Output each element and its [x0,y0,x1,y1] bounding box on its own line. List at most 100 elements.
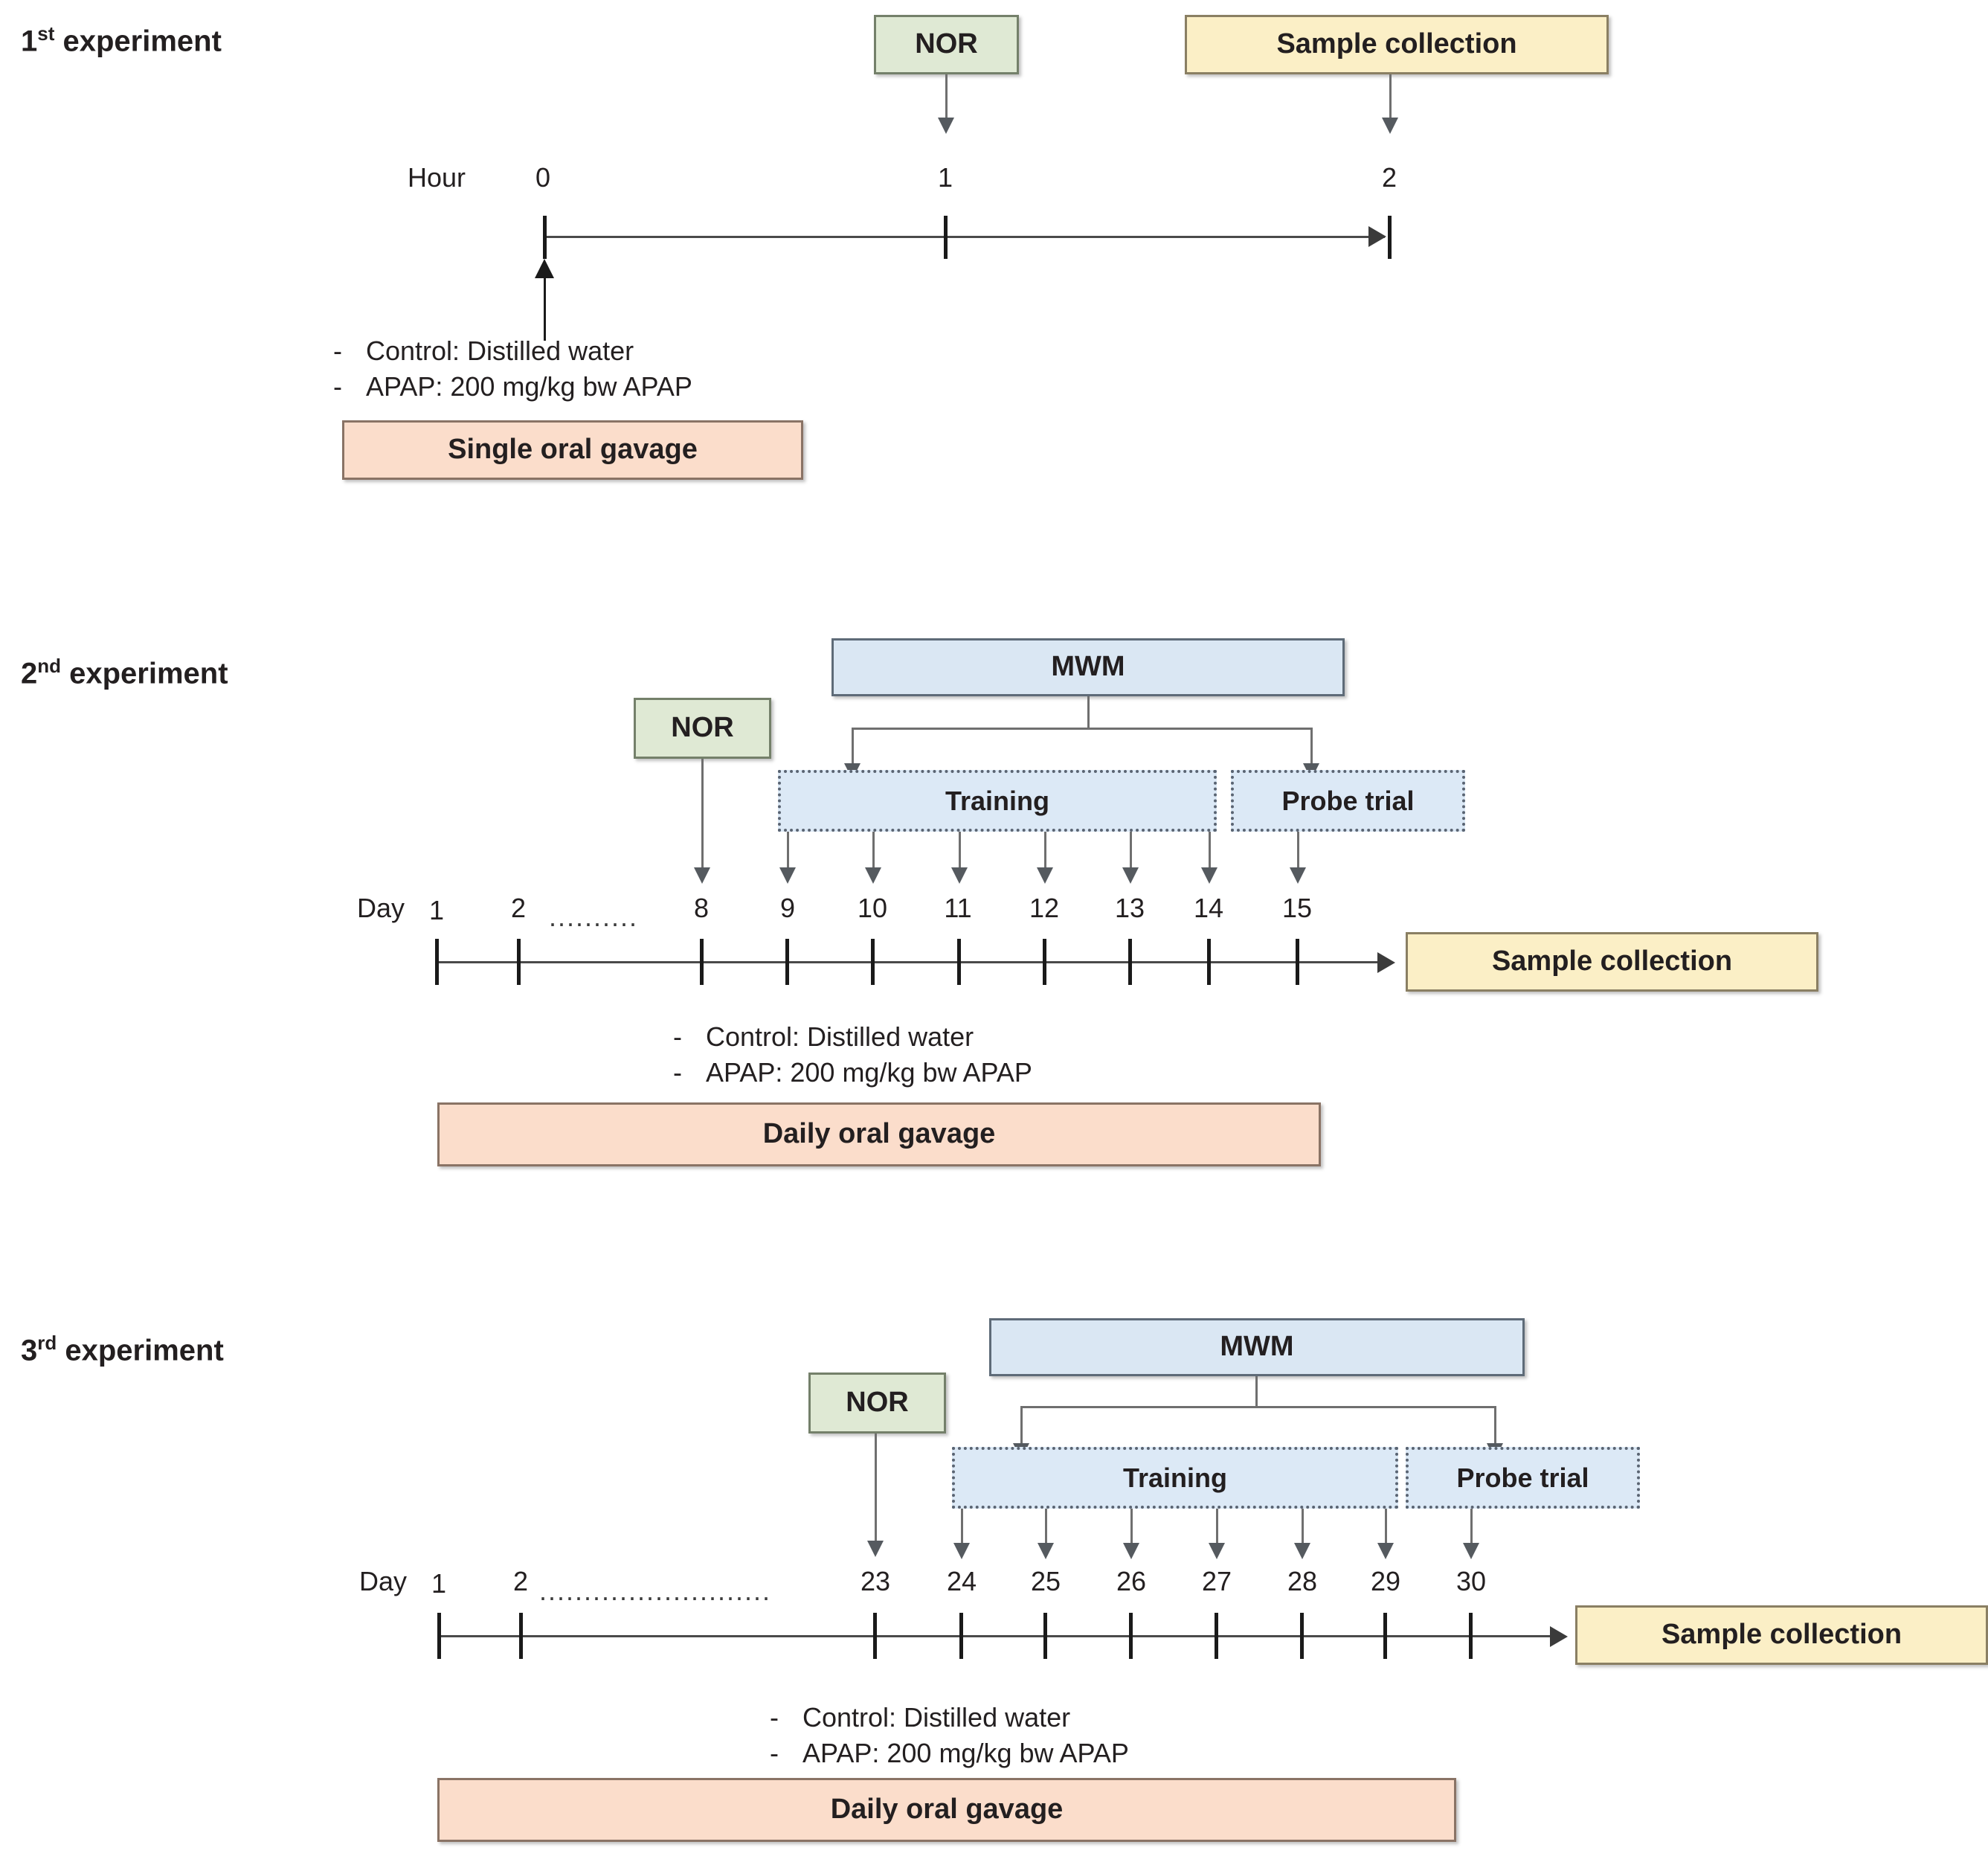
exp2-sample-collection-box[interactable]: Sample collection [1406,932,1818,992]
exp3-day-connector-30 [1470,1509,1473,1546]
exp2-mwm-branch-bar [852,728,1313,730]
exp2-tick-8 [700,939,704,985]
exp3-bullet-dash-1: - [770,1737,779,1768]
experiment-1-ordinal: st [37,22,55,45]
exp1-nor-box[interactable]: NOR [874,15,1019,74]
exp2-tick-label-2: 2 [510,893,527,923]
exp3-mwm-box[interactable]: MWM [989,1318,1525,1376]
exp2-tick-15 [1296,939,1299,985]
exp1-dosing-note-row: - Control: Distilled water [333,333,692,369]
exp3-tick-label-23: 23 [860,1566,891,1596]
exp3-day-arrowhead-29-icon [1377,1543,1394,1559]
exp1-axis-caption: Hour [408,162,466,193]
exp3-tick-25 [1043,1613,1047,1659]
exp3-day-connector-29 [1385,1509,1387,1546]
exp1-gavage-box[interactable]: Single oral gavage [342,420,803,480]
exp2-tick-12 [1043,939,1046,985]
experiment-3-ordinal: rd [37,1332,57,1354]
exp3-nor-arrowhead-icon [867,1541,884,1557]
exp2-gavage-box[interactable]: Daily oral gavage [437,1102,1321,1166]
exp3-mwm-branch-bar [1020,1406,1496,1408]
exp2-mwm-branch-left [852,728,854,765]
exp3-day-arrowhead-26-icon [1123,1543,1139,1559]
exp2-mwm-stem [1087,696,1090,729]
exp3-tick-label-29: 29 [1370,1566,1401,1596]
exp3-day-arrowhead-24-icon [953,1543,970,1559]
exp2-tick-label-11: 11 [944,893,972,923]
exp2-ellipsis: .......... [549,902,639,932]
experiment-2-ordinal: nd [37,655,62,677]
exp3-nor-box[interactable]: NOR [808,1373,946,1434]
exp2-day-connector-15 [1297,832,1299,870]
exp2-tick-1 [435,939,439,985]
exp1-bullet-text-1: APAP: 200 mg/kg bw APAP [366,370,692,402]
exp3-bullet-dash-0: - [770,1702,779,1733]
exp1-sample-connector [1389,74,1392,119]
exp2-tick-label-1: 1 [428,895,445,925]
exp3-mwm-stem [1255,1376,1258,1407]
exp2-tick-14 [1207,939,1211,985]
exp2-tick-13 [1128,939,1132,985]
exp2-training-label: Training [945,785,1049,816]
exp3-training-label: Training [1122,1462,1227,1493]
exp2-day-connector-11 [959,832,961,870]
exp3-day-arrowhead-28-icon [1294,1543,1310,1559]
exp2-training-box[interactable]: Training [778,770,1217,832]
exp2-timeline-axis [437,961,1380,963]
exp3-tick-label-26: 26 [1116,1566,1147,1596]
exp3-probe-trial-label: Probe trial [1456,1462,1589,1493]
exp3-gavage-box[interactable]: Daily oral gavage [437,1778,1456,1842]
exp2-tick-11 [957,939,961,985]
exp3-training-box[interactable]: Training [952,1447,1398,1509]
exp3-tick-27 [1215,1613,1218,1659]
exp2-axis-arrowhead-icon [1377,952,1395,973]
exp3-day-arrowhead-30-icon [1463,1543,1479,1559]
exp3-tick-2 [519,1613,523,1659]
exp3-tick-label-24: 24 [946,1566,977,1596]
exp1-sample-arrowhead-icon [1382,118,1398,134]
experiment-2-number: 2 [21,657,38,690]
exp3-day-arrowhead-27-icon [1209,1543,1225,1559]
exp2-day-arrowhead-13-icon [1122,867,1139,884]
exp2-nor-box[interactable]: NOR [634,698,771,759]
exp3-tick-label-28: 28 [1287,1566,1318,1596]
exp2-mwm-label: MWM [1051,651,1125,683]
exp2-tick-label-10: 10 [857,893,888,923]
exp1-tick-label-2: 2 [1381,162,1397,193]
exp2-day-connector-13 [1130,832,1132,870]
exp2-probe-trial-box[interactable]: Probe trial [1231,770,1465,832]
exp1-dosing-note-row: - APAP: 200 mg/kg bw APAP [333,369,692,405]
exp3-axis-caption: Day [359,1566,408,1596]
exp3-tick-label-30: 30 [1455,1566,1487,1596]
exp2-bullet-text-1: APAP: 200 mg/kg bw APAP [706,1056,1032,1088]
exp1-nor-label: NOR [915,28,978,60]
exp3-sample-collection-box[interactable]: Sample collection [1575,1605,1988,1665]
exp2-bullet-dash-1: - [673,1056,682,1088]
exp3-timeline-axis [440,1635,1553,1637]
exp2-mwm-box[interactable]: MWM [831,638,1345,696]
exp2-bullet-text-0: Control: Distilled water [706,1021,974,1052]
exp3-day-arrowhead-25-icon [1038,1543,1054,1559]
exp2-mwm-branch-right [1310,728,1313,765]
exp1-tick-1 [944,216,948,259]
exp2-day-arrowhead-10-icon [865,867,881,884]
exp2-dosing-note-row: - APAP: 200 mg/kg bw APAP [673,1055,1032,1091]
exp3-probe-trial-box[interactable]: Probe trial [1406,1447,1640,1509]
exp3-tick-23 [873,1613,877,1659]
experiment-2-word: experiment [61,657,228,690]
exp2-day-arrowhead-15-icon [1290,867,1306,884]
exp2-gavage-label: Daily oral gavage [762,1118,996,1150]
exp1-gavage-label: Single oral gavage [448,434,698,466]
exp2-tick-label-15: 15 [1281,893,1313,923]
exp1-tick-label-1: 1 [937,162,953,193]
exp1-gavage-arrowhead-icon [535,259,554,278]
exp1-sample-collection-box[interactable]: Sample collection [1185,15,1609,74]
exp3-day-connector-28 [1302,1509,1304,1546]
exp2-axis-caption: Day [357,893,405,923]
exp3-mwm-branch-left [1020,1406,1023,1445]
exp1-nor-arrowhead-icon [938,118,954,134]
exp2-day-arrowhead-14-icon [1201,867,1217,884]
exp2-dosing-notes: - Control: Distilled water - APAP: 200 m… [673,1019,1032,1090]
exp1-gavage-connector [544,275,546,341]
exp2-day-arrowhead-11-icon [951,867,968,884]
